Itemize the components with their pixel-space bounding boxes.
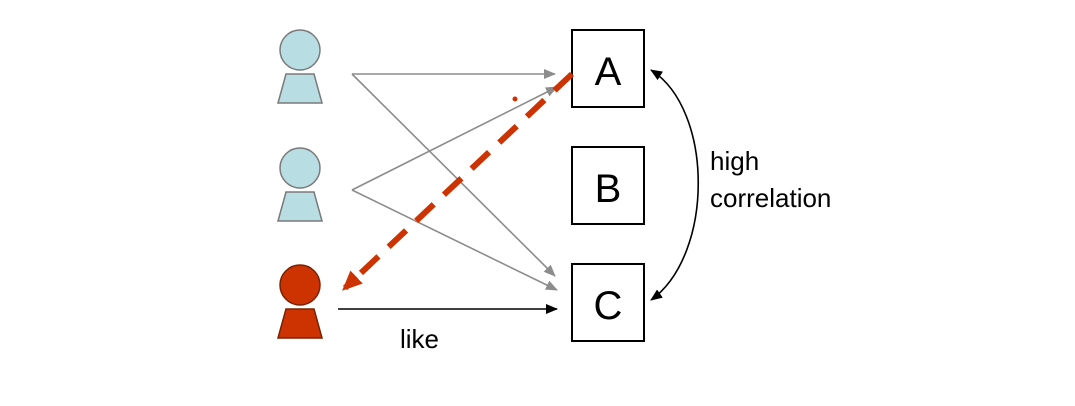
arrow-user2-to-a: [351, 86, 558, 191]
user-icon: [277, 147, 323, 222]
item-b-label: B: [595, 167, 622, 211]
user-icon: [277, 29, 323, 104]
item-b: B: [571, 146, 645, 225]
arrow-user1-to-c: [351, 73, 556, 277]
item-c-label: C: [594, 284, 623, 328]
item-a: A: [571, 29, 645, 108]
item-c: C: [571, 263, 645, 342]
red-dot: [512, 96, 518, 102]
user-icon: [277, 264, 323, 339]
like-label: like: [400, 324, 439, 354]
item-a-label: A: [595, 50, 622, 94]
correlation-label-line2: correlation: [710, 183, 831, 213]
arrow-user2-to-c: [351, 189, 558, 291]
correlation-label-line1: high: [710, 146, 759, 176]
recommendation-arrow: [342, 71, 575, 291]
correlation-arrow: [650, 69, 700, 301]
